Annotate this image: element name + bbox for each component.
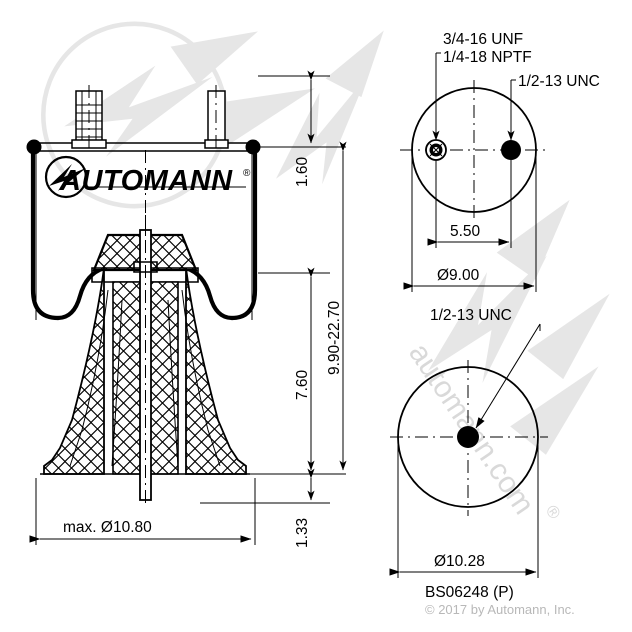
leader-center-port [475,323,541,429]
automann-logo: AUTOMANN ® [44,155,251,199]
top-view: 3/4-16 UNF 1/4-18 NPTF 1/2-13 UNC 5.50 Ø… [400,31,600,292]
bottom-view: 1/2-13 UNC Ø10.28 [389,307,548,578]
thread-label-primary-line2: 1/4-18 NPTF [443,49,532,66]
dimension-overall-stroke: 9.90-22.70 [326,141,347,471]
thread-label-primary-line1: 3/4-16 UNF [443,31,523,48]
dimension-plate-diameter-label: Ø9.00 [437,267,480,284]
bottom-thread-label: 1/2-13 UNC [430,307,512,324]
dimension-max-diameter: max. Ø10.80 [29,478,256,545]
air-fitting-port [425,139,447,161]
copyright-notice: © 2017 by Automann, Inc. [425,602,575,617]
part-number-label: BS06248 (P) [425,584,514,601]
mounting-stud-left [71,85,107,152]
dimension-1-33: 1.33 [294,468,315,548]
dimension-7-60: 7.60 [294,267,315,471]
logo-circle [44,155,88,199]
thread-label-secondary: 1/2-13 UNC [518,73,600,90]
logo-registered-mark: ® [243,168,251,179]
dimension-1-60-label: 1.60 [294,156,311,187]
center-mounting-port [457,426,479,448]
dimension-bolt-spacing-label: 5.50 [450,223,481,240]
piston-skirt-right [185,267,247,475]
dimension-max-diameter-label: max. Ø10.80 [63,519,152,536]
stud-port [501,140,521,160]
vertical-dimension-group: 1.60 7.60 1.33 9.90-22.70 [200,70,347,548]
dimension-overall-label: 9.90-22.70 [326,301,343,375]
dimension-plate-diameter: Ø9.00 [403,152,537,292]
dimension-1-60: 1.60 [294,70,315,187]
dimension-1-33-label: 1.33 [294,518,311,548]
watermark-logo-left [41,21,315,209]
mounting-stud-right [204,85,229,152]
bellows-outer-wall [30,149,258,321]
dimension-7-60-label: 7.60 [294,369,311,400]
dimension-bolt-spacing: 5.50 [427,160,512,248]
logo-arrow-icon [49,164,86,191]
dimension-piston-diameter: Ø10.28 [389,440,539,578]
dimension-piston-diameter-label: Ø10.28 [434,553,485,570]
watermark-logo-middle [275,30,384,185]
piston-skirt-left [43,267,105,475]
logo-wordmark: AUTOMANN [59,165,233,197]
air-spring-section-view: AUTOMANN ® [26,85,261,505]
